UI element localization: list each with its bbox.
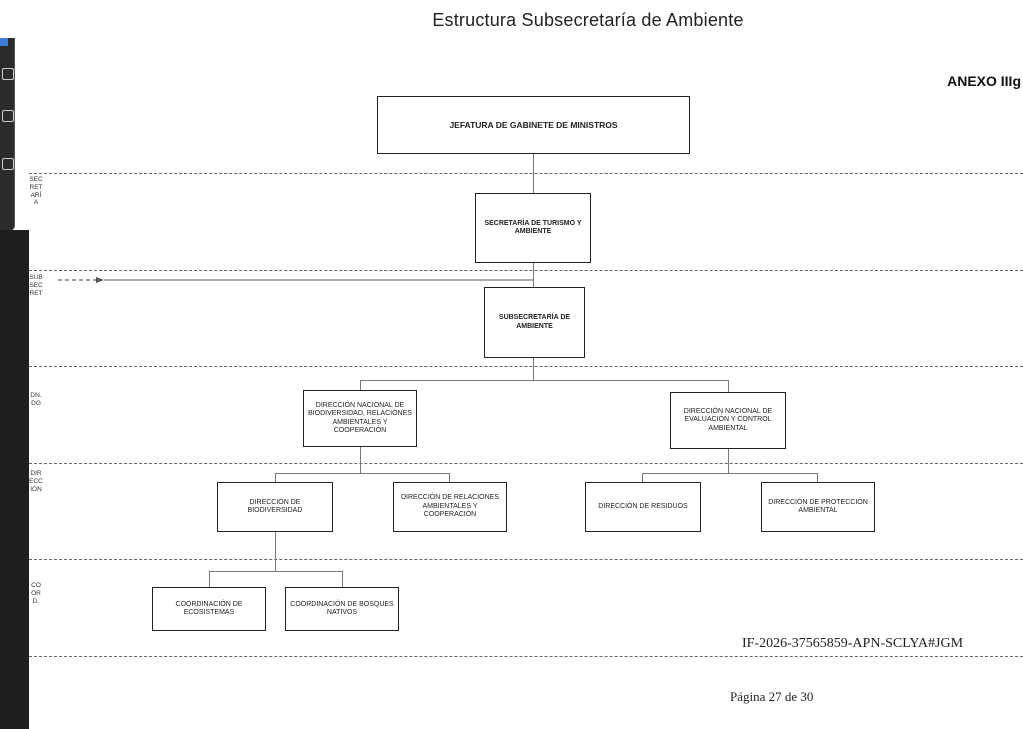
toolbar-select-icon[interactable] [0,38,8,46]
toolbar-comment-icon[interactable] [2,158,14,170]
connector-line [275,473,450,475]
org-box-dir-relaciones: DIRECCIÓN DE RELACIONES AMBIENTALES Y CO… [393,482,507,532]
band-label-coordinacion: COORD. [31,582,41,605]
connector-line [728,449,730,473]
annex-label: ANEXO IIIg [947,73,1021,89]
connector-line [275,531,277,571]
band-label-subsecretaria: SUBSECRET [29,274,43,297]
connector-line [209,571,343,573]
band-divider [29,173,1023,174]
viewer-toolbar [0,38,15,230]
band-label-dndg: DN.DG [30,392,42,407]
document-id: IF-2026-37565859-APN-SCLYA#JGM [742,636,964,651]
org-box-dir-proteccion: DIRECCIÓN DE PROTECCIÓN AMBIENTAL [761,482,875,532]
org-box-coord-ecosistemas: COORDINACIÓN DE ECOSISTEMAS [152,587,266,631]
band-divider [29,656,1023,657]
page-title: Estructura Subsecretaría de Ambiente [432,10,744,30]
org-box-jefatura: JEFATURA DE GABINETE DE MINISTROS [377,96,690,154]
band-label-direccion: DIRECCIÓN [29,470,43,493]
band-divider [29,270,1023,271]
connector-line [209,571,211,587]
org-box-dn-evaluacion: DIRECCIÓN NACIONAL DE EVALUACIÓN Y CONTR… [670,392,786,449]
org-box-dir-biodiversidad: DIRECCIÓN DE BIODIVERSIDAD [217,482,333,532]
connector-line [275,473,277,482]
page-number: Página 27 de 30 [730,689,814,704]
connector-line [817,473,819,482]
toolbar-pen-icon[interactable] [2,110,14,122]
dashed-arrow [58,277,534,283]
connector-line [642,473,818,475]
connector-line [360,380,362,390]
toolbar-page-icon[interactable] [2,68,14,80]
connector-line [533,263,535,287]
connector-line [728,380,730,392]
connector-line [449,473,451,482]
org-box-coord-bosques: COORDINACIÓN DE BOSQUES NATIVOS [285,587,399,631]
connector-line [360,380,729,382]
org-box-subsecretaria: SUBSECRETARÍA DE AMBIENTE [484,287,585,358]
viewer-sidebar [0,230,29,729]
org-box-dn-biodiversidad: DIRECCIÓN NACIONAL DE BIODIVERSIDAD, REL… [303,390,417,447]
connector-line [342,571,344,587]
band-divider [29,463,1023,464]
org-box-secretaria: SECRETARÍA DE TURISMO Y AMBIENTE [475,193,591,263]
connector-line [642,473,644,482]
band-label-secretaria: SECRETARÍA [29,176,43,207]
connector-line [533,153,535,193]
connector-line [360,446,362,473]
band-divider [29,366,1023,367]
org-box-dir-residuos: DIRECCIÓN DE RESIDUOS [585,482,701,532]
band-divider [29,559,1023,560]
connector-line [533,357,535,380]
